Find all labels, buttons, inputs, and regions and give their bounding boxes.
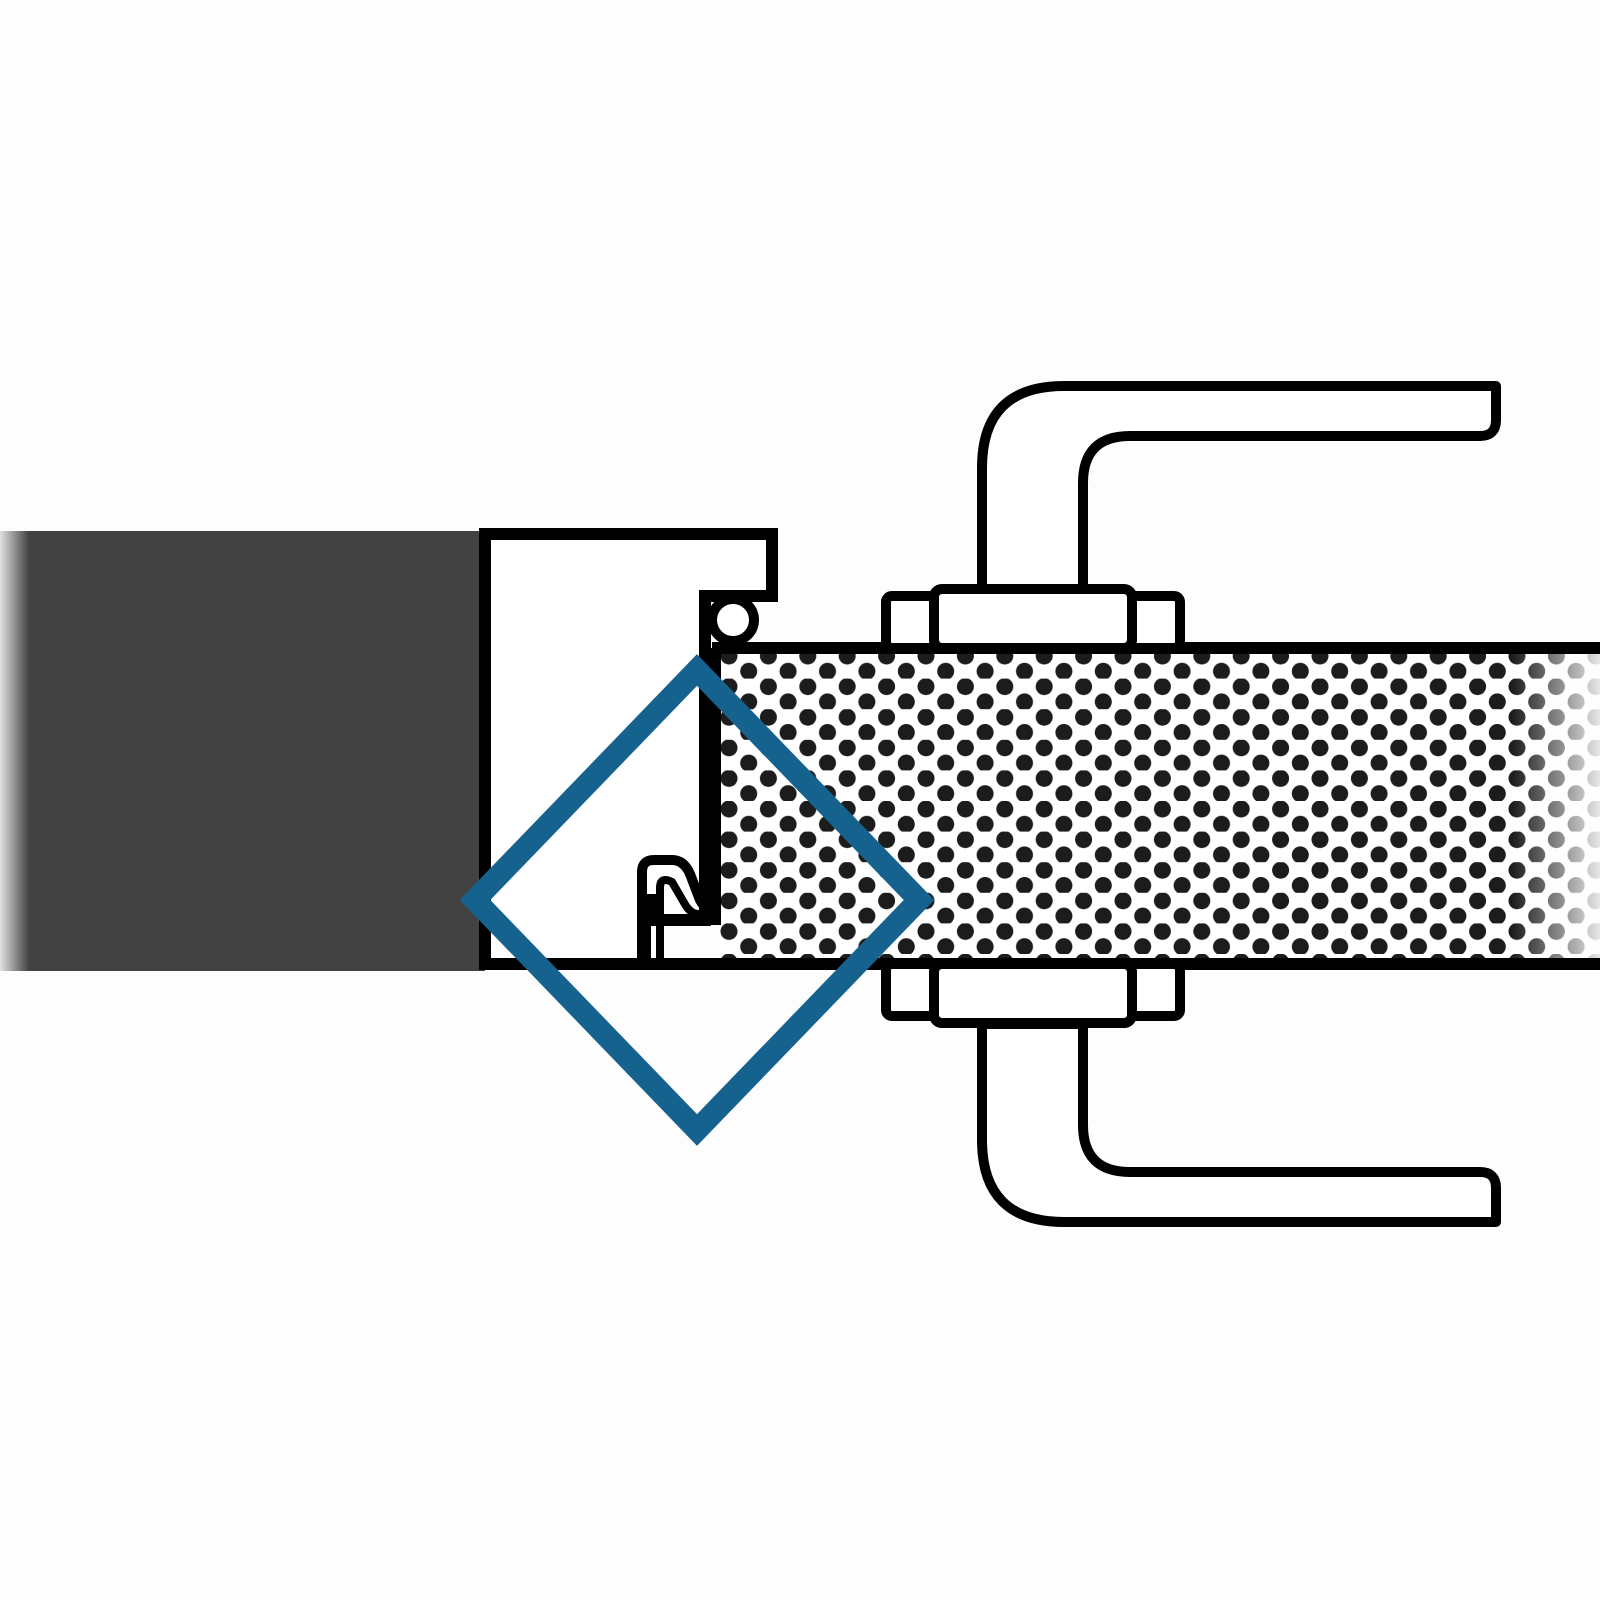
door-leaf-icon (711, 642, 1600, 970)
wall-icon (0, 531, 485, 971)
lever-handle-icon (881, 959, 1501, 1227)
seal-marker-diamond-icon (459, 654, 935, 1146)
lever-handle-icon (881, 381, 1501, 653)
gasket-seal-icon (637, 594, 759, 960)
